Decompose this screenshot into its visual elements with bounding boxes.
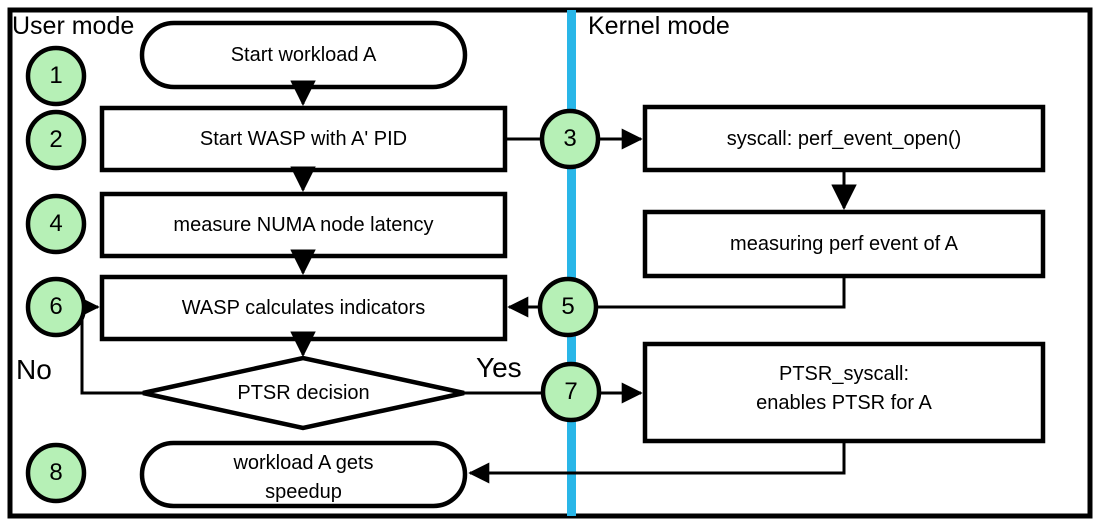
node-wasp-calculates-indicators[interactable] xyxy=(99,274,508,342)
node-wasp-calculates-indicators-label: WASP calculates indicators xyxy=(181,297,426,319)
node-ptsr-syscall-label-line2: enables PTSR for A xyxy=(756,392,932,414)
step-marker-7-label: 7 xyxy=(564,378,578,405)
node-workload-speedup[interactable] xyxy=(139,440,468,509)
step-marker-1[interactable] xyxy=(25,45,87,107)
step-marker-2[interactable] xyxy=(25,109,87,171)
edge-measuring-to-marker5 xyxy=(597,276,846,309)
node-ptsr-syscall-label-line1: PTSR_syscall: xyxy=(778,363,910,385)
node-start-workload-a-label: Start workload A xyxy=(230,44,377,66)
node-start-wasp-label: Start WASP with A' PID xyxy=(199,128,408,150)
node-syscall-perf-event-open-label: syscall: perf_event_open() xyxy=(726,128,962,150)
step-marker-5[interactable] xyxy=(537,276,599,338)
step-marker-3-label: 3 xyxy=(563,125,577,152)
node-measure-numa-latency-label: measure NUMA node latency xyxy=(173,214,434,236)
step-marker-3[interactable] xyxy=(539,108,601,170)
edge-label-no: No xyxy=(16,354,52,385)
lane-label-kernel-mode: Kernel mode xyxy=(588,12,730,40)
step-marker-6-label: 6 xyxy=(49,293,63,320)
step-marker-5-label: 5 xyxy=(561,293,575,320)
step-marker-2-label: 2 xyxy=(49,126,63,153)
node-workload-speedup-label-line1: workload A gets xyxy=(233,452,374,474)
step-marker-1-label: 1 xyxy=(49,62,63,89)
node-measuring-perf-event-label: measuring perf event of A xyxy=(730,233,958,255)
node-syscall-perf-event-open[interactable] xyxy=(642,104,1046,173)
step-marker-8[interactable] xyxy=(25,442,87,504)
step-marker-8-label: 8 xyxy=(49,459,63,486)
node-ptsr-decision-label: PTSR decision xyxy=(237,382,370,404)
step-marker-6[interactable] xyxy=(25,276,87,338)
node-workload-speedup-label-line2: speedup xyxy=(265,481,342,503)
step-marker-4[interactable] xyxy=(25,193,87,255)
edge-ptsr-syscall-to-speedup xyxy=(468,441,846,484)
node-measuring-perf-event[interactable] xyxy=(642,209,1046,279)
step-marker-7[interactable] xyxy=(540,361,602,423)
edge-label-yes: Yes xyxy=(476,352,522,383)
step-marker-4-label: 4 xyxy=(49,210,63,237)
node-ptsr-syscall[interactable] xyxy=(642,341,1046,444)
edge-decision-no-loop xyxy=(78,296,143,395)
lane-label-user-mode: User mode xyxy=(12,12,135,40)
